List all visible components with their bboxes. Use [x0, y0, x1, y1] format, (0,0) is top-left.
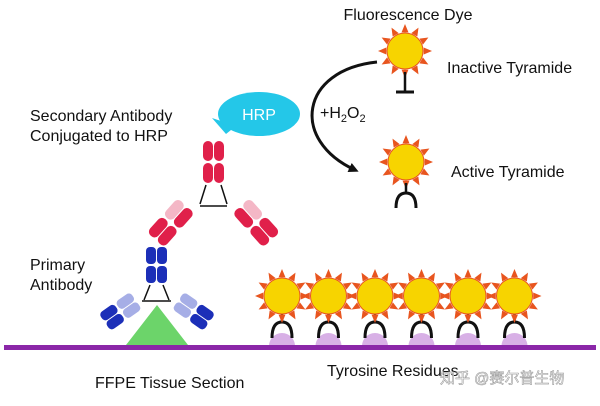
active-tyramide-label: Active Tyramide — [451, 164, 565, 181]
fluorescent-dye-icon — [394, 269, 449, 323]
fluorescent-dye-icon — [348, 269, 402, 323]
primary-antibody-label-line1: Primary — [30, 257, 85, 274]
inactive-tyramide-icon — [378, 24, 432, 94]
secondary-antibody — [148, 141, 279, 246]
tyrosine-residue — [315, 333, 342, 346]
h2o2-label: +H2O2 — [320, 105, 366, 125]
tyrosine-residue — [455, 333, 481, 346]
bound-tyramide-row — [255, 269, 542, 339]
fluorescent-dye-icon — [379, 135, 433, 189]
tyrosine-residues-label: Tyrosine Residues — [327, 363, 459, 380]
antigen-triangle — [126, 305, 188, 345]
secondary-antibody-label-line1: Secondary Antibody — [30, 108, 172, 125]
fluorescent-dye-icon — [301, 269, 356, 323]
tyrosine-residue — [408, 333, 435, 346]
hrp-enzyme: HRP — [212, 92, 300, 136]
tissue-section-line — [4, 345, 596, 350]
tyrosine-residues — [269, 333, 528, 346]
active-tyramide-icon — [379, 135, 433, 209]
fluorescent-dye-icon — [378, 24, 432, 78]
ffpe-tissue-section-label: FFPE Tissue Section — [95, 375, 244, 392]
fluorescent-dye-icon — [441, 269, 495, 323]
primary-antibody-label-line2: Antibody — [30, 277, 92, 294]
fluorescent-dye-icon — [255, 269, 309, 323]
tyrosine-residue — [269, 333, 295, 346]
fluorescence-dye-label: Fluorescence Dye — [344, 7, 473, 24]
inactive-tyramide-label: Inactive Tyramide — [447, 60, 572, 77]
tyrosine-residue — [501, 333, 528, 346]
hrp-label: HRP — [242, 107, 276, 124]
tyrosine-residue — [362, 333, 388, 346]
secondary-antibody-label-line2: Conjugated to HRP — [30, 128, 168, 145]
reaction-arrow-icon — [310, 60, 378, 173]
fluorescent-dye-icon — [487, 269, 542, 323]
watermark-text: 知乎 @赛尔普生物 — [440, 370, 564, 387]
primary-antibody — [100, 247, 214, 330]
